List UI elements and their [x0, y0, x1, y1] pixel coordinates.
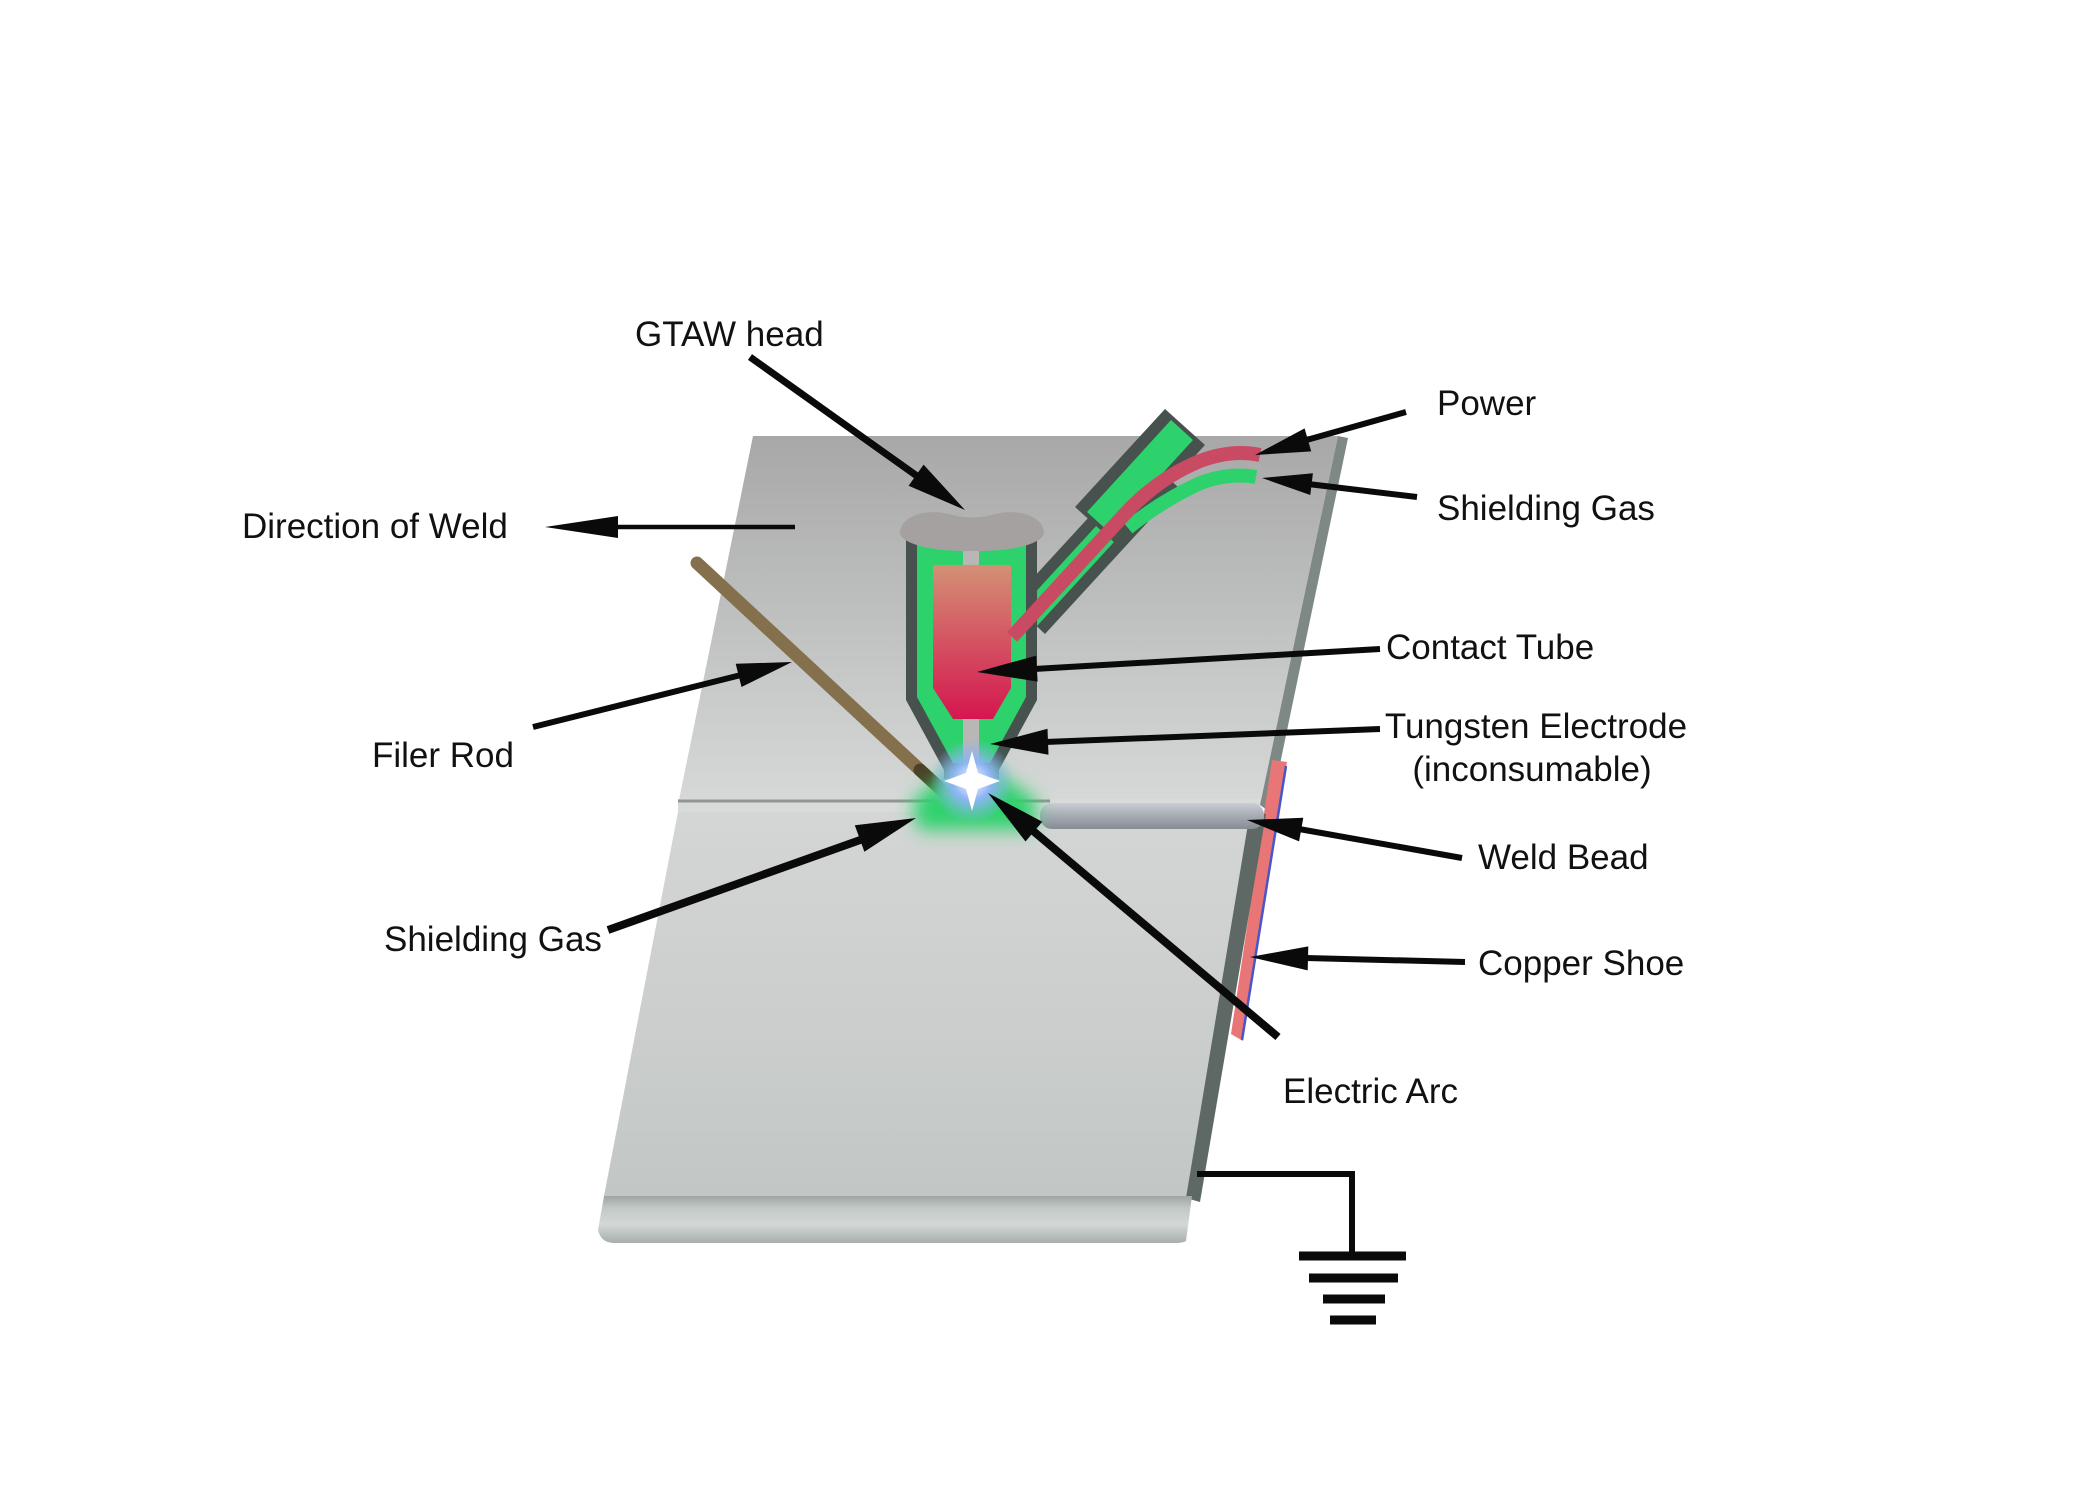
tungsten-electrode-arrow [990, 726, 1381, 755]
electric-arc-star [944, 751, 1000, 811]
contact-tube-arrow [977, 646, 1381, 682]
shielding-gas-hose [1123, 468, 1258, 534]
label-contact-tube: Contact Tube [1386, 628, 1594, 667]
callout-labels: GTAW head Power Shielding Gas Direction … [242, 315, 1687, 1111]
arc-zone [912, 739, 1038, 830]
label-tungsten-electrode-line2: (inconsumable) [1412, 750, 1651, 789]
label-shielding-gas-lower: Shielding Gas [384, 920, 602, 959]
label-direction-of-weld: Direction of Weld [242, 507, 508, 546]
workpiece-plates [598, 436, 1348, 1243]
top-plate-right-edge [1260, 436, 1348, 812]
shielding-gas-lower-arrow [606, 818, 916, 934]
shielding-gas-top-arrow [1262, 473, 1418, 500]
bottom-plate-front-face [598, 1196, 1192, 1243]
ground-symbol [1197, 1171, 1406, 1325]
label-electric-arc: Electric Arc [1283, 1072, 1458, 1111]
torch-cap [899, 512, 1045, 552]
label-filler-rod: Filer Rod [372, 736, 514, 775]
label-weld-bead: Weld Bead [1478, 838, 1649, 877]
copper-shoe-arrow [1250, 946, 1466, 971]
filler-rod-body [690, 556, 954, 802]
label-power: Power [1437, 384, 1537, 423]
ground-wire [1197, 1171, 1355, 1253]
gtaw-torch [899, 446, 1262, 779]
power-cable [1006, 446, 1262, 642]
copper-shoe-edge-line [1240, 765, 1288, 1041]
label-copper-shoe: Copper Shoe [1478, 944, 1684, 983]
conduit-sleeve-inner [1087, 420, 1193, 532]
filler-rod-arrow [532, 662, 792, 730]
bottom-plate-right-edge [1186, 812, 1266, 1202]
weld-bead-arrow [1247, 817, 1463, 861]
direction-of-weld-arrow [545, 516, 795, 538]
electric-arc-arrow [988, 793, 1281, 1041]
callout-arrows [532, 354, 1466, 1041]
gtaw-head-arrow [747, 354, 965, 510]
label-gtaw-head: GTAW head [635, 315, 824, 354]
weld-bead [1040, 803, 1264, 829]
label-shielding-gas-top: Shielding Gas [1437, 489, 1655, 528]
power-arrow [1255, 409, 1407, 455]
contact-tube [933, 565, 1011, 719]
label-tungsten-electrode-line1: Tungsten Electrode [1385, 707, 1687, 746]
bottom-plate-surface [604, 812, 1258, 1196]
